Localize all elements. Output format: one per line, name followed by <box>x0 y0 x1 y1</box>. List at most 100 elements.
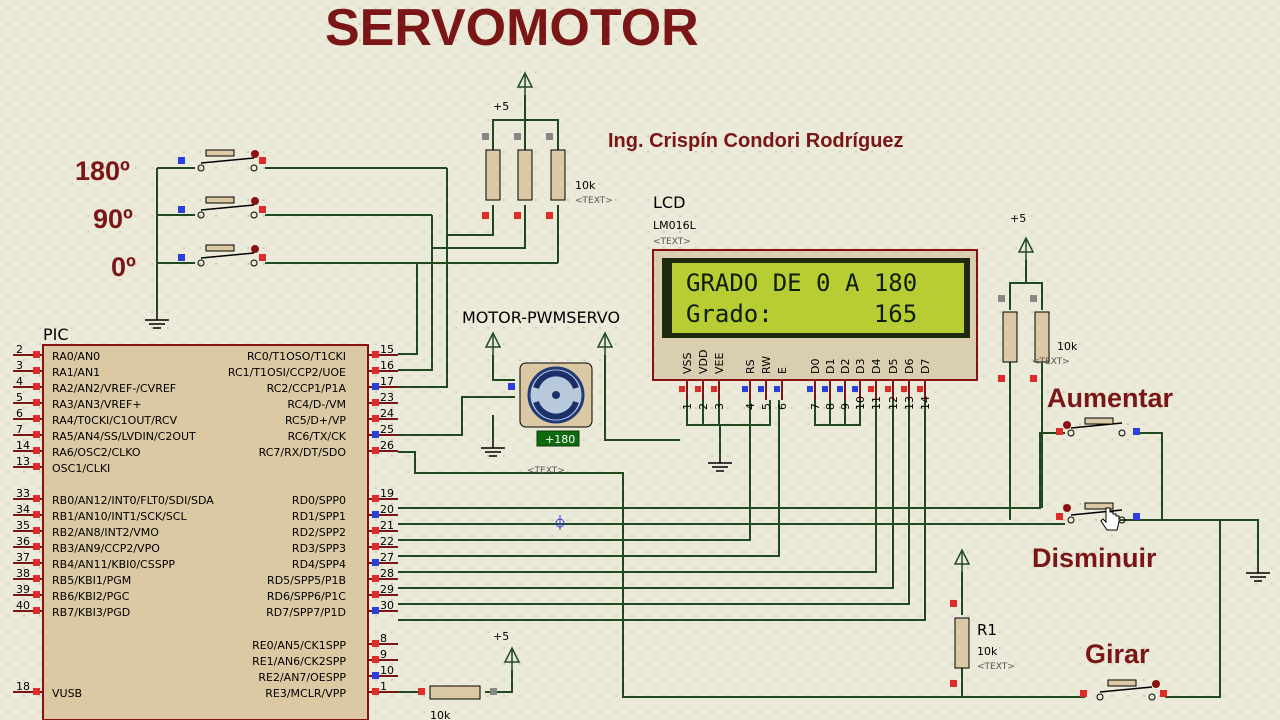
servo-angle: +180 <box>545 433 575 446</box>
lcd-pin-name: D1 <box>824 359 837 374</box>
pic-pin-name: RB4/AN11/KBI0/CSSPP <box>52 558 175 571</box>
ground-symbol <box>144 311 170 329</box>
pic-pin-name: RE0/AN5/CK1SPP <box>252 639 346 652</box>
pic-pin-name: RC5/D+/VP <box>285 414 346 427</box>
resistor-mclr[interactable] <box>418 685 497 700</box>
pic-pin-name: RE2/AN7/OESPP <box>258 671 346 684</box>
button-girar[interactable] <box>1080 679 1167 701</box>
pic-pin-name: RA0/AN0 <box>52 350 100 363</box>
pic-pin-number: 8 <box>380 632 387 645</box>
resistor-r1[interactable] <box>950 600 970 687</box>
pic-pin-number: 20 <box>380 503 394 516</box>
pic-pin-name: OSC1/CLKI <box>52 462 110 475</box>
motor-text: <TEXT> <box>527 466 565 476</box>
lcd-model: LM016L <box>653 219 697 232</box>
pic-pin-number: 28 <box>380 567 394 580</box>
lcd-pin-number: 4 <box>744 403 757 410</box>
pic-pin-name: RA6/OSC2/CLKO <box>52 446 141 459</box>
pic-pin-name: RD7/SPP7/P1D <box>266 606 346 619</box>
label-girar: Girar <box>1085 639 1150 669</box>
pic-pin-name: RC7/RX/DT/SDO <box>259 446 347 459</box>
pic-pin-number: 2 <box>16 343 23 356</box>
pic-pin-number: 30 <box>380 599 394 612</box>
pic-pin-name: RC0/T1OSO/T1CKI <box>247 350 346 363</box>
lcd-pin-number: 14 <box>919 396 932 410</box>
pic-pin-name: RC6/TX/CK <box>288 430 347 443</box>
pic-pin-number: 9 <box>380 648 387 661</box>
pic-pin-number: 13 <box>16 455 30 468</box>
lcd-pin-number: 5 <box>760 403 773 410</box>
button-aumentar[interactable] <box>1056 417 1140 437</box>
lcd-label: LCD <box>653 193 685 212</box>
pic-pin-name: RA2/AN2/VREF-/CVREF <box>52 382 176 395</box>
lcd-pin-number: 10 <box>854 396 867 410</box>
pic-chip <box>42 344 369 720</box>
lcd-pin-name: D2 <box>839 359 852 374</box>
pic-pin-number: 10 <box>380 664 394 677</box>
pic-label: PIC <box>43 325 69 344</box>
button-0[interactable] <box>178 244 266 267</box>
lcd-pin-name: RW <box>760 356 773 374</box>
pic-pin-number: 24 <box>380 407 394 420</box>
pic-pin-number: 6 <box>16 407 23 420</box>
lcd-pin-name: D7 <box>919 359 932 374</box>
lcd-pin-name: D0 <box>809 359 822 374</box>
pic-pin-name: RD4/SPP4 <box>292 558 346 571</box>
pic-pin-number: 38 <box>16 567 30 580</box>
lcd-pin-number: 8 <box>824 403 837 410</box>
pic-pin-name: RC1/T1OSI/CCP2/UOE <box>228 366 346 379</box>
resistor-pullup-right[interactable] <box>998 295 1050 382</box>
lcd-pin-name: D3 <box>854 359 867 374</box>
supply-right: +5 <box>1010 212 1026 225</box>
servo-motor[interactable]: +180 <box>508 362 593 447</box>
hand-cursor-icon <box>1100 507 1120 531</box>
lcd-pin-name: D4 <box>870 359 883 374</box>
power-arrow-servo-2 <box>597 332 613 356</box>
pic-pin-name: RB6/KBI2/PGC <box>52 590 130 603</box>
pic-pin-number: 27 <box>380 551 394 564</box>
pic-pin-name: RE3/MCLR/VPP <box>265 687 346 700</box>
pic-pin-name: RE1/AN6/CK2SPP <box>252 655 346 668</box>
pic-pin-name: VUSB <box>52 687 82 700</box>
lcd-pin-number: 12 <box>887 396 900 410</box>
pic-pin-name: RB5/KBI1/PGM <box>52 574 131 587</box>
pic-pin-number: 19 <box>380 487 394 500</box>
button-disminuir[interactable] <box>1056 502 1140 524</box>
resistor-pullup-top[interactable] <box>482 133 566 219</box>
lcd-pin-name: VDD <box>697 350 710 374</box>
lcd-pin-name: VSS <box>681 352 694 374</box>
pic-pin-number: 35 <box>16 519 30 532</box>
pic-pin-name: RB1/AN10/INT1/SCK/SCL <box>52 510 187 523</box>
pic-pin-number: 7 <box>16 423 23 436</box>
resistor-right-text: <TEXT> <box>1032 357 1070 367</box>
lcd-pin-number: 6 <box>776 403 789 410</box>
power-arrow-bottom <box>504 647 520 671</box>
lcd-module: GRADO DE 0 A 180 Grado: 165 <box>652 249 978 381</box>
pic-pin-number: 37 <box>16 551 30 564</box>
button-90[interactable] <box>178 196 266 219</box>
lcd-pin-name: D5 <box>887 359 900 374</box>
pic-pin-number: 18 <box>16 680 30 693</box>
resistor-right-value: 10k <box>1057 340 1078 353</box>
power-arrow-right <box>1018 237 1034 261</box>
label-90: 90º <box>93 204 133 234</box>
author-label: Ing. Crispín Condori Rodríguez <box>608 130 904 152</box>
lcd-pin-name: D6 <box>903 359 916 374</box>
pic-pin-name: RB7/KBI3/PGD <box>52 606 130 619</box>
pic-pin-name: RD2/SPP2 <box>292 526 346 539</box>
pic-pin-name: RC4/D-/VM <box>287 398 346 411</box>
pic-pin-name: RD3/SPP3 <box>292 542 346 555</box>
pic-pin-number: 29 <box>380 583 394 596</box>
lcd-pin-number: 7 <box>809 403 822 410</box>
lcd-pin-name: E <box>776 367 789 374</box>
ground-lcd <box>707 454 733 472</box>
lcd-line-2: Grado: 165 <box>686 300 917 328</box>
pic-pin-number: 34 <box>16 503 30 516</box>
button-180[interactable] <box>178 149 266 172</box>
page-title: SERVOMOTOR <box>325 0 699 57</box>
pic-pin-number: 33 <box>16 487 30 500</box>
power-arrow-r1 <box>954 549 970 573</box>
lcd-line-1: GRADO DE 0 A 180 <box>686 269 917 297</box>
supply-bottom: +5 <box>493 630 509 643</box>
